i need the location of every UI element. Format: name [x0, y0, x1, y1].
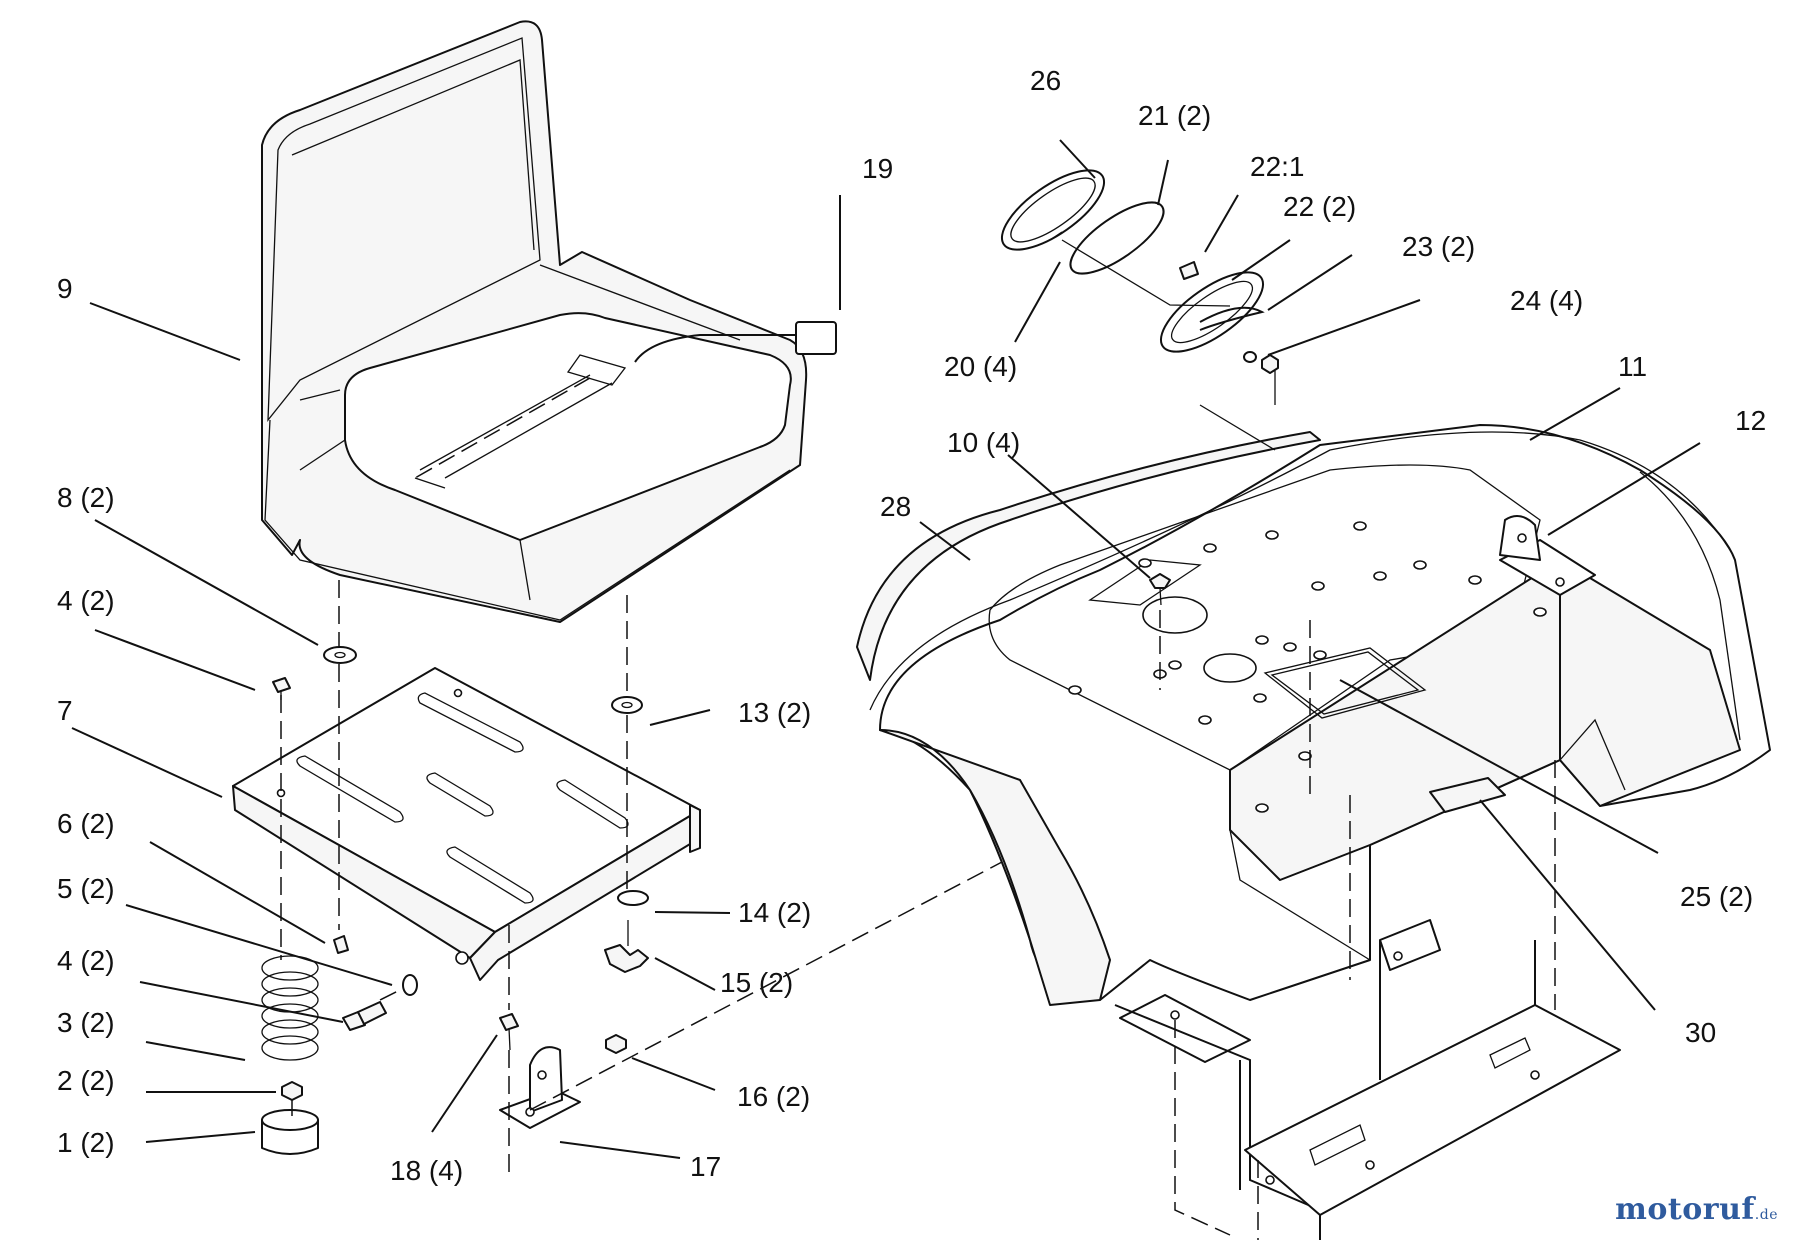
- label-28: 28: [880, 491, 911, 522]
- label-10: 10 (4): [947, 427, 1020, 458]
- label-23: 23 (2): [1402, 231, 1475, 262]
- label-14: 14 (2): [738, 897, 811, 928]
- label-2: 2 (2): [57, 1065, 115, 1096]
- watermark-text: motoruf: [1615, 1192, 1755, 1227]
- label-20: 20 (4): [944, 351, 1017, 382]
- label-15: 15 (2): [720, 967, 793, 998]
- label-22: 22 (2): [1283, 191, 1356, 222]
- label-19: 19: [862, 153, 893, 184]
- label-24: 24 (4): [1510, 285, 1583, 316]
- label-25: 25 (2): [1680, 881, 1753, 912]
- label-1: 1 (2): [57, 1127, 115, 1158]
- label-7: 7: [57, 695, 73, 726]
- label-13: 13 (2): [738, 697, 811, 728]
- label-5: 5 (2): [57, 873, 115, 904]
- label-26: 26: [1030, 65, 1061, 96]
- label-9: 9: [57, 273, 73, 304]
- label-16: 16 (2): [737, 1081, 810, 1112]
- leader-lines: [71, 139, 1701, 1159]
- seat-hardware: [261, 646, 649, 1155]
- label-3: 3 (2): [57, 1007, 115, 1038]
- label-8: 8 (2): [57, 482, 115, 513]
- label-30: 30: [1685, 1017, 1716, 1048]
- frame: [1114, 610, 1621, 1240]
- label-12: 12: [1735, 405, 1766, 436]
- seat: [261, 20, 837, 623]
- label-18: 18 (4): [390, 1155, 463, 1186]
- seat-plate: [232, 667, 701, 981]
- light-assembly: [1000, 169, 1279, 451]
- label-4-top: 4 (2): [57, 585, 115, 616]
- fender-pan: [856, 424, 1771, 1063]
- watermark-logo: motoruf.de: [1615, 1192, 1778, 1227]
- watermark-tld: .de: [1754, 1207, 1778, 1223]
- part-labels: 9 19 8 (2) 4 (2) 7 6 (2) 5 (2) 4 (2) 3 (…: [57, 65, 1766, 1186]
- label-4-bottom: 4 (2): [57, 945, 115, 976]
- label-22-1: 22:1: [1250, 151, 1305, 182]
- label-21: 21 (2): [1138, 100, 1211, 131]
- label-11: 11: [1618, 351, 1647, 382]
- label-17: 17: [690, 1151, 721, 1182]
- label-6: 6 (2): [57, 808, 115, 839]
